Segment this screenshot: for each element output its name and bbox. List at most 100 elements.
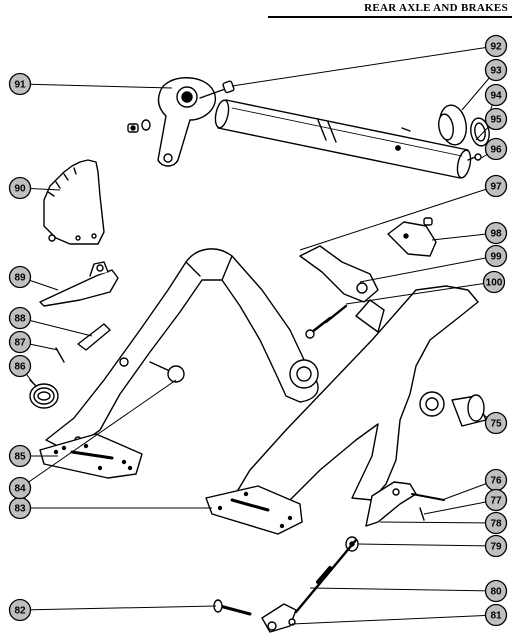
callout-circle [8, 444, 32, 468]
pivot-pin [149, 361, 185, 383]
callout-circle [484, 511, 508, 535]
footplate-left [39, 433, 143, 479]
callout-96: 96 [484, 137, 508, 161]
callout-82: 82 [8, 598, 32, 622]
callout-circle [484, 534, 508, 558]
callout-number: 77 [490, 496, 502, 507]
callout-number: 94 [490, 91, 502, 102]
leader-line-79 [357, 543, 497, 547]
leader-line-97 [299, 185, 497, 251]
callout-circle [484, 174, 508, 198]
pawl-rod [77, 323, 111, 351]
callout-94: 94 [484, 83, 508, 107]
footplate-right [205, 485, 303, 535]
callout-circle [484, 34, 508, 58]
callout-79: 79 [484, 534, 508, 558]
leader-line-80 [309, 587, 497, 592]
callout-number: 100 [486, 278, 503, 289]
callout-circle [484, 107, 508, 131]
callout-number: 79 [490, 542, 502, 553]
leader-line-84 [19, 379, 177, 489]
callout-circle [484, 244, 508, 268]
callout-number: 84 [14, 484, 26, 495]
leader-line-99 [359, 255, 497, 283]
lever-nuts [127, 119, 151, 133]
callout-81: 81 [484, 603, 508, 627]
callout-77: 77 [484, 488, 508, 512]
callout-number: 91 [14, 80, 26, 91]
leader-line-81 [291, 614, 497, 625]
callout-number: 85 [14, 452, 26, 463]
callout-circle [484, 221, 508, 245]
leader-line-91 [19, 83, 173, 89]
callout-75: 75 [484, 411, 508, 435]
cover-plate [387, 217, 437, 257]
callout-circle [8, 354, 32, 378]
callout-89: 89 [8, 265, 32, 289]
clevis-fork [365, 481, 445, 527]
callout-100: 100 [482, 270, 506, 294]
callout-circle [8, 176, 32, 200]
pawl [39, 261, 119, 307]
callout-circle [484, 58, 508, 82]
callout-circle [8, 306, 32, 330]
leader-line-78 [379, 521, 497, 524]
callout-number: 97 [490, 182, 502, 193]
leader-line-82 [19, 605, 217, 611]
callout-circle [484, 137, 508, 161]
callout-76: 76 [484, 468, 508, 492]
callout-number: 95 [490, 115, 502, 126]
callout-86: 86 [8, 354, 32, 378]
callout-circle [8, 476, 32, 500]
washer-ring [470, 117, 490, 147]
callout-number: 99 [490, 252, 502, 263]
bracket-bolts [305, 304, 348, 339]
callout-circle [8, 330, 32, 354]
main-brake-lever [231, 285, 479, 501]
leader-line-88 [19, 317, 93, 337]
callout-number: 82 [14, 606, 26, 617]
header-rule [268, 16, 512, 18]
callout-circle [484, 603, 508, 627]
adjuster-rod [294, 538, 358, 614]
callout-number: 83 [14, 504, 26, 515]
leader-line-77 [423, 499, 497, 515]
callout-88: 88 [8, 306, 32, 330]
leader-line-100 [345, 281, 495, 305]
callout-badges: 7576777879808182838485868788899091929394… [8, 34, 508, 627]
callout-83: 83 [8, 496, 32, 520]
callout-number: 81 [490, 611, 502, 622]
clevis-pin [213, 599, 252, 616]
callout-90: 90 [8, 176, 32, 200]
callout-number: 96 [490, 145, 502, 156]
callout-circle [484, 83, 508, 107]
callout-84: 84 [8, 476, 32, 500]
callout-circle [8, 72, 32, 96]
callout-85: 85 [8, 444, 32, 468]
callout-number: 75 [490, 419, 502, 430]
callout-number: 76 [490, 476, 502, 487]
callout-80: 80 [484, 579, 508, 603]
callout-number: 78 [490, 519, 502, 530]
lever-bracket [299, 245, 379, 303]
callout-number: 86 [14, 362, 26, 373]
callout-circle [484, 411, 508, 435]
callout-number: 89 [14, 273, 26, 284]
callout-circle [484, 488, 508, 512]
callout-98: 98 [484, 221, 508, 245]
rod-fork-end [261, 603, 297, 633]
lever-arm [157, 77, 217, 167]
ratchet-quadrant [43, 159, 105, 245]
brake-pedal-frame [45, 248, 319, 453]
callout-number: 87 [14, 338, 26, 349]
callout-92: 92 [484, 34, 508, 58]
callout-number: 80 [490, 587, 502, 598]
callout-91: 91 [8, 72, 32, 96]
cross-shaft [214, 99, 472, 179]
page-header-title: REAR AXLE AND BRAKES [364, 2, 508, 14]
callout-99: 99 [484, 244, 508, 268]
callout-97: 97 [484, 174, 508, 198]
callout-87: 87 [8, 330, 32, 354]
callout-circle [482, 270, 506, 294]
